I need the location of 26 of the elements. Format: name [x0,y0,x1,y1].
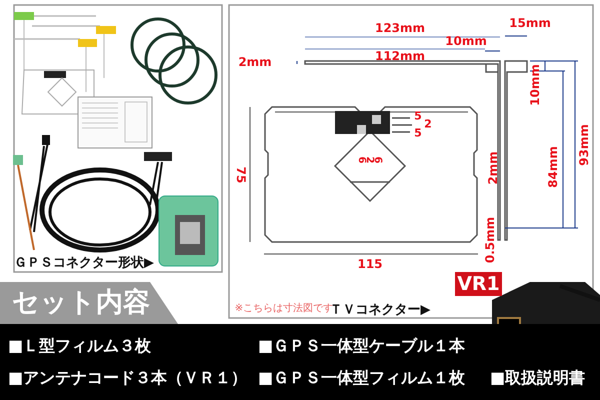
contents-item: ■ＧＰＳ一体型ケーブル１本 [258,337,466,355]
contents-item: ■取扱説明書 [490,369,586,387]
dimension-label: 84mm [547,146,559,188]
heading-band [0,282,178,324]
dimension-label: 10mm [529,64,541,106]
dimension-label: 123mm [374,22,426,34]
dimension-label: 112mm [374,50,426,62]
dimension-label: 2mm [238,56,272,68]
section-heading: セット内容 [12,288,150,318]
contents-item: ■Ｌ型フィルム３枚 [8,337,152,355]
dimension-label: 2 [424,118,432,130]
dimension-label: 10mm [445,35,487,47]
dimension-label: 6 [356,156,366,164]
model-badge: VR1 [455,272,502,296]
dimension-label: 93mm [578,124,590,166]
dimension-label: 75 [235,166,247,184]
caption: ＧＰＳコネクター形状▶ [14,256,154,270]
dimension-label: 0.5mm [484,216,496,264]
dimension-label: 115 [357,258,383,270]
dimension-label: 15mm [509,17,551,29]
contents-band [0,324,600,400]
contents-item: ■アンテナコード３本（ＶＲ１） [8,369,248,387]
dimension-label: 2mm [487,151,499,185]
dimension-label: 5 [414,110,422,122]
dimension-label: 5 [414,128,422,138]
contents-item: ■ＧＰＳ一体型フィルム１枚 [258,369,466,387]
